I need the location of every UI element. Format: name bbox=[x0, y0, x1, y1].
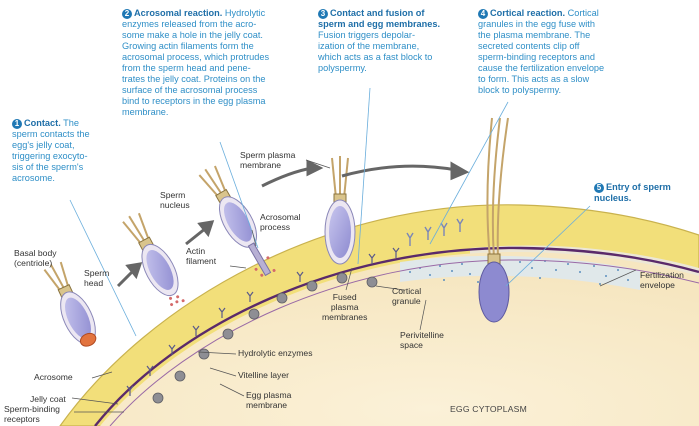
callout-fusion-line: ization of the membrane, bbox=[318, 41, 419, 51]
callout-fusion-title: Contact and fusion of bbox=[330, 8, 424, 18]
step-number-4: 4 bbox=[478, 9, 488, 19]
callout-fusion-line: which acts as a fast block to bbox=[318, 52, 432, 62]
callout-cortical-reaction: 4Cortical reaction. Cortical granules in… bbox=[478, 8, 648, 96]
label-basal-body: Basal body (centriole) bbox=[14, 248, 57, 268]
callout-acrosomal-line: Growing actin filaments form the bbox=[122, 41, 254, 51]
label-actin-line: Actin bbox=[186, 246, 205, 256]
label-egg-cytoplasm: EGG CYTOPLASM bbox=[450, 404, 527, 414]
callout-entry-line: nucleus. bbox=[594, 193, 631, 203]
label-cortical-granule-line: Cortical bbox=[392, 286, 421, 296]
label-actin-line: filament bbox=[186, 256, 216, 266]
label-cortical-granule: Cortical granule bbox=[392, 286, 421, 306]
label-egg-plasma-membrane: Egg plasma membrane bbox=[246, 390, 291, 410]
callout-sperm-entry: 5Entry of sperm nucleus. bbox=[594, 182, 694, 204]
step-number-5: 5 bbox=[594, 183, 604, 193]
sperm-2 bbox=[119, 209, 191, 312]
label-perivitelline-line: Perivitelline bbox=[400, 330, 444, 340]
callout-membrane-fusion: 3Contact and fusion of sperm and egg mem… bbox=[318, 8, 468, 74]
label-sperm-nucleus: Sperm nucleus bbox=[160, 190, 190, 210]
callout-contact: 1Contact. The sperm contacts the egg's j… bbox=[12, 118, 102, 184]
callout-contact-title: Contact. bbox=[24, 118, 61, 128]
callout-cortical-line: to form. This acts as a slow bbox=[478, 74, 589, 84]
label-sperm-binding-line: Sperm-binding bbox=[4, 404, 60, 414]
callout-contact-line: acrosome. bbox=[12, 173, 55, 183]
label-acrosome: Acrosome bbox=[34, 372, 73, 382]
step-number-2: 2 bbox=[122, 9, 132, 19]
callout-acrosomal-line: Hydrolytic bbox=[225, 8, 265, 18]
label-fused-line: Fused bbox=[333, 292, 357, 302]
label-perivitelline-line: space bbox=[400, 340, 423, 350]
callout-acrosomal-line: membrane. bbox=[122, 107, 168, 117]
callout-cortical-line: sperm-binding receptors and bbox=[478, 52, 595, 62]
label-sperm-plasma-line: membrane bbox=[240, 160, 281, 170]
callout-cortical-line: granules in the egg fuse with bbox=[478, 19, 595, 29]
label-sperm-plasma-line: Sperm plasma bbox=[240, 150, 295, 160]
callout-acrosomal-line: bind to receptors in the egg plasma bbox=[122, 96, 266, 106]
label-cortical-granule-line: granule bbox=[392, 296, 421, 306]
callout-acrosomal-line: trates the jelly coat. Proteins on the bbox=[122, 74, 266, 84]
label-fertilization-envelope-line: Fertilization bbox=[640, 270, 684, 280]
callout-cortical-line: block to polyspermy. bbox=[478, 85, 561, 95]
callout-cortical-line: secreted contents clip off bbox=[478, 41, 579, 51]
callout-fusion-line: polyspermy. bbox=[318, 63, 367, 73]
callout-cortical-title: Cortical reaction. bbox=[490, 8, 565, 18]
callout-contact-line: sperm contacts the bbox=[12, 129, 90, 139]
callout-acrosomal-line: surface of the acrosomal process bbox=[122, 85, 257, 95]
callout-acrosomal-line: from the sperm head and pene- bbox=[122, 63, 251, 73]
label-sperm-nucleus-line: nucleus bbox=[160, 200, 190, 210]
callout-acrosomal-line: some make a hole in the jelly coat. bbox=[122, 30, 263, 40]
label-acrosomal-process: Acrosomal process bbox=[260, 212, 301, 232]
label-sperm-head: Sperm head bbox=[84, 268, 109, 288]
step-number-3: 3 bbox=[318, 9, 328, 19]
callout-cortical-line: the plasma membrane. The bbox=[478, 30, 590, 40]
label-perivitelline-space: Perivitelline space bbox=[400, 330, 444, 350]
label-sperm-plasma-membrane: Sperm plasma membrane bbox=[240, 150, 295, 170]
label-basal-body-line: Basal body bbox=[14, 248, 57, 258]
callout-acrosomal-line: enzymes released from the acro- bbox=[122, 19, 256, 29]
label-fertilization-envelope-line: envelope bbox=[640, 280, 675, 290]
label-fused-line: membranes bbox=[322, 312, 367, 322]
callout-fusion-line: Fusion triggers depolar- bbox=[318, 30, 415, 40]
label-vitelline-layer: Vitelline layer bbox=[238, 370, 289, 380]
callout-acrosomal-reaction: 2Acrosomal reaction. Hydrolytic enzymes … bbox=[122, 8, 302, 118]
step-number-1: 1 bbox=[12, 119, 22, 129]
callout-acrosomal-line: acrosomal process, which protrudes bbox=[122, 52, 269, 62]
callout-entry-title: Entry of sperm bbox=[606, 182, 671, 192]
label-jelly-coat: Jelly coat bbox=[30, 394, 66, 404]
label-actin-filament: Actin filament bbox=[186, 246, 216, 266]
label-egg-plasma-line: Egg plasma bbox=[246, 390, 291, 400]
label-acrosomal-process-line: Acrosomal bbox=[260, 212, 301, 222]
callout-cortical-line: Cortical bbox=[568, 8, 599, 18]
label-hydrolytic-enzymes: Hydrolytic enzymes bbox=[238, 348, 313, 358]
sperm-4 bbox=[325, 156, 355, 264]
callout-acrosomal-title: Acrosomal reaction. bbox=[134, 8, 222, 18]
label-fused-plasma-membranes: Fused plasma membranes bbox=[322, 292, 367, 322]
callout-contact-line: egg's jelly coat, bbox=[12, 140, 75, 150]
label-sperm-binding-receptors: Sperm-binding receptors bbox=[4, 404, 60, 424]
callout-fusion-title-cont: sperm and egg membranes. bbox=[318, 19, 440, 29]
label-sperm-head-line: head bbox=[84, 278, 103, 288]
label-acrosomal-process-line: process bbox=[260, 222, 290, 232]
callout-contact-line: triggering exocyto- bbox=[12, 151, 88, 161]
label-basal-body-line: (centriole) bbox=[14, 258, 52, 268]
label-fused-line: plasma bbox=[331, 302, 359, 312]
label-sperm-nucleus-line: Sperm bbox=[160, 190, 185, 200]
label-sperm-binding-line: receptors bbox=[4, 414, 40, 424]
label-egg-plasma-line: membrane bbox=[246, 400, 287, 410]
label-sperm-head-line: Sperm bbox=[84, 268, 109, 278]
callout-contact-line: The bbox=[63, 118, 79, 128]
callout-contact-line: sis of the sperm's bbox=[12, 162, 83, 172]
callout-cortical-line: cause the fertilization envelope bbox=[478, 63, 604, 73]
label-fertilization-envelope: Fertilization envelope bbox=[640, 270, 684, 290]
